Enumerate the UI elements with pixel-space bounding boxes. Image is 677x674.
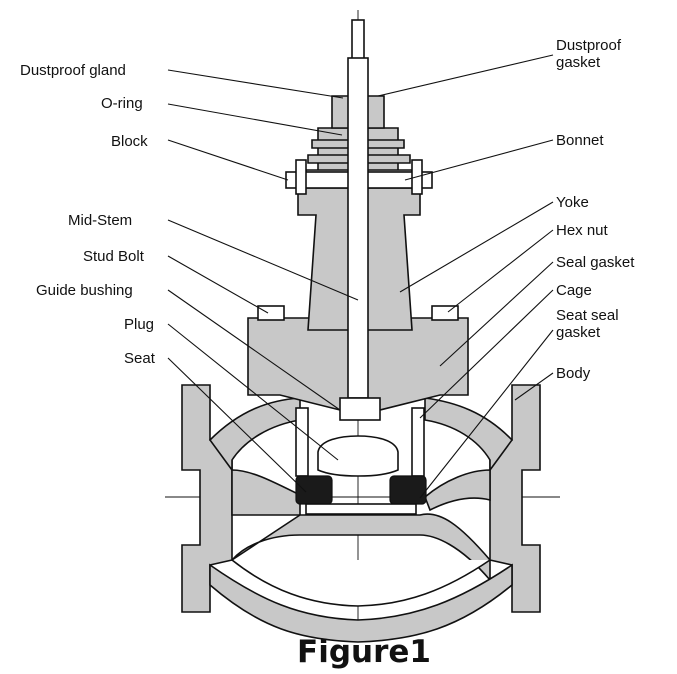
label-stud-bolt: Stud Bolt <box>83 248 145 265</box>
label-dustproof-gasket-line2: gasket <box>556 54 601 71</box>
label-seat-seal-gasket-line2: gasket <box>556 324 601 341</box>
labels-right: Dustproof gasket Bonnet Yoke Hex nut Sea… <box>556 37 635 382</box>
label-bonnet: Bonnet <box>556 132 604 149</box>
label-body: Body <box>556 365 591 382</box>
label-seat: Seat <box>124 350 156 367</box>
label-mid-stem: Mid-Stem <box>68 212 132 229</box>
leader-lines <box>167 54 554 499</box>
label-hex-nut: Hex nut <box>556 222 609 239</box>
label-plug: Plug <box>124 316 154 333</box>
labels-left: Dustproof gland O-ring Block Mid-Stem St… <box>20 62 156 367</box>
figure-caption: Figure1 <box>297 634 431 670</box>
label-yoke: Yoke <box>556 194 589 211</box>
label-cage: Cage <box>556 282 592 299</box>
label-block: Block <box>111 133 148 150</box>
trim <box>295 407 427 515</box>
label-seat-seal-gasket-line1: Seat seal <box>556 307 619 324</box>
label-seal-gasket: Seal gasket <box>556 254 635 271</box>
label-dustproof-gasket-line1: Dustproof <box>556 37 622 54</box>
stem <box>339 19 381 421</box>
valve-body <box>181 384 541 643</box>
label-dustproof-gland: Dustproof gland <box>20 62 126 79</box>
label-guide-bushing: Guide bushing <box>36 282 133 299</box>
label-o-ring: O-ring <box>101 95 143 112</box>
